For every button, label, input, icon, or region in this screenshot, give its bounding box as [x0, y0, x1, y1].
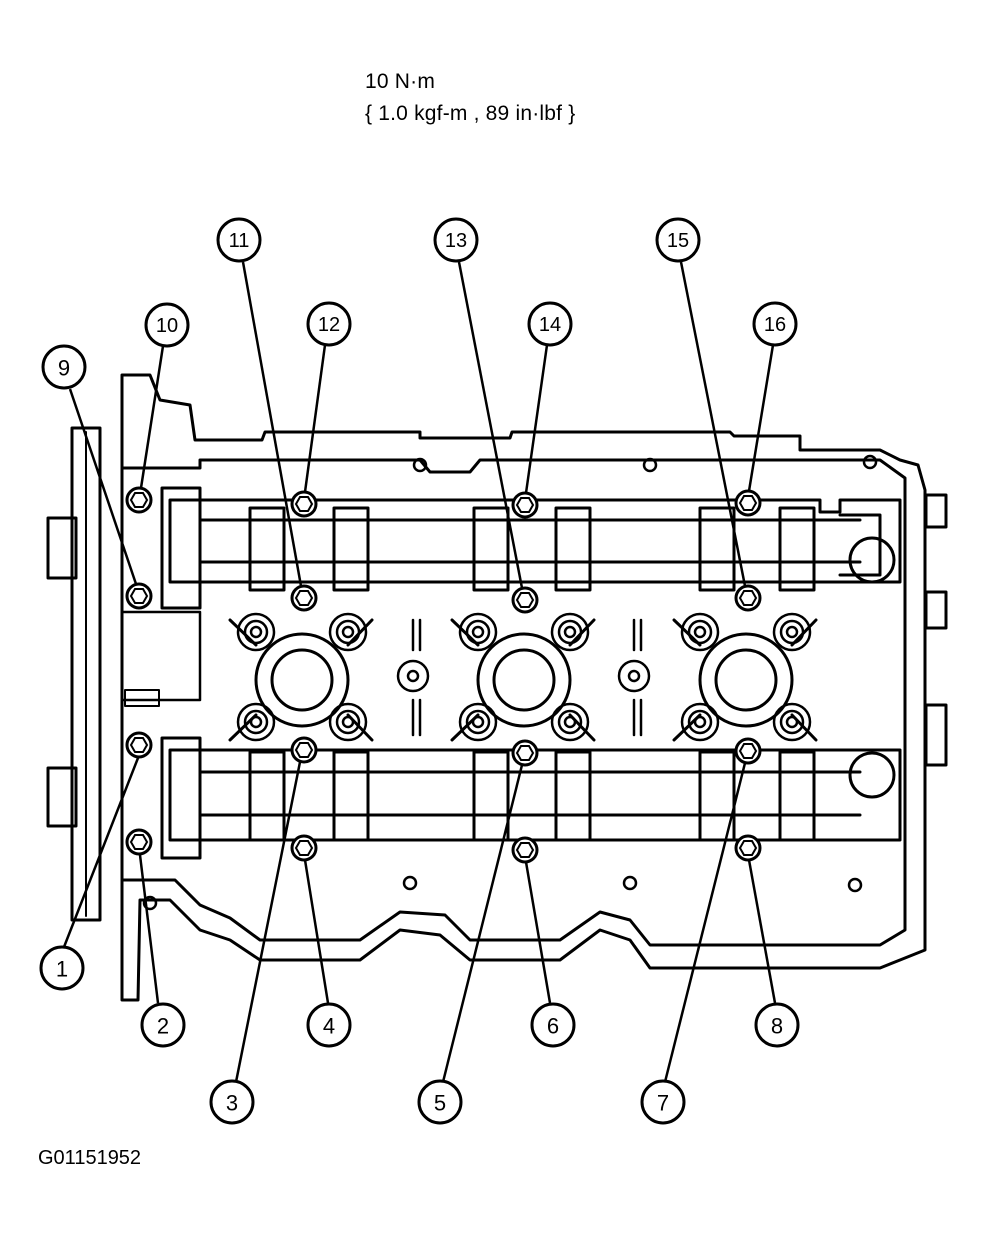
bolt-6 — [511, 836, 539, 864]
callout-13: 13 — [445, 230, 467, 252]
head-inner-outline — [120, 458, 907, 947]
valve-springs — [236, 612, 812, 742]
left-plate-channel — [120, 610, 202, 702]
callout-circles — [39, 217, 800, 1125]
callout-9: 9 — [58, 356, 70, 381]
callout-10: 10 — [156, 315, 178, 337]
callout-7: 7 — [657, 1091, 669, 1116]
callout-6: 6 — [547, 1014, 559, 1039]
left-cam-cap-upper — [160, 486, 202, 610]
callout-numbers: 1 2 3 4 5 6 7 8 9 10 11 12 13 14 15 16 — [56, 230, 786, 1116]
bolt-1 — [125, 731, 153, 759]
bolt-11 — [290, 584, 318, 612]
upper-camshaft — [168, 498, 902, 592]
bolt-13 — [511, 586, 539, 614]
leader-lines — [62, 261, 777, 1083]
bolt-2 — [125, 828, 153, 856]
spark-plug-bores — [228, 618, 818, 742]
cam-nose-upper — [46, 516, 78, 580]
callout-16: 16 — [764, 314, 786, 336]
front-cover — [120, 373, 927, 1002]
cam-nose-lower — [46, 766, 78, 828]
bolt-15 — [734, 584, 762, 612]
left-plate-slot — [124, 689, 160, 707]
bolt-14 — [511, 491, 539, 519]
figure-code: G01151952 — [38, 1147, 142, 1169]
torque-spec: 10 N·m { 1.0 kgf-m , 89 in·lbf } — [365, 66, 575, 130]
right-boss-2 — [924, 590, 948, 630]
callout-4: 4 — [323, 1014, 335, 1039]
callout-5: 5 — [434, 1091, 446, 1116]
center-bosses — [396, 618, 651, 737]
bolt-3 — [290, 736, 318, 764]
torque-conversion: { 1.0 kgf-m , 89 in·lbf } — [365, 102, 576, 125]
lower-camshaft — [168, 748, 902, 842]
right-boss-1 — [924, 493, 948, 529]
bolt-9 — [125, 582, 153, 610]
bolt-8 — [734, 834, 762, 862]
callout-12: 12 — [318, 314, 340, 336]
torque-value: 10 N·m — [365, 70, 436, 93]
callout-2: 2 — [157, 1014, 169, 1039]
callout-14: 14 — [539, 314, 561, 336]
left-cam-cap-lower — [160, 736, 202, 860]
callout-11: 11 — [229, 230, 250, 252]
callout-3: 3 — [226, 1091, 238, 1116]
callout-1: 1 — [56, 957, 68, 982]
bolt-10 — [125, 486, 153, 514]
bolt-7 — [734, 737, 762, 765]
bolt-16 — [734, 489, 762, 517]
bolt-4 — [290, 834, 318, 862]
outline-holes — [142, 454, 878, 911]
bolt-5 — [511, 739, 539, 767]
bolts — [125, 486, 762, 864]
right-boss-3 — [924, 703, 948, 767]
bolt-12 — [290, 490, 318, 518]
callout-15: 15 — [667, 230, 689, 252]
callout-8: 8 — [771, 1014, 783, 1039]
timing-plate — [70, 426, 102, 922]
